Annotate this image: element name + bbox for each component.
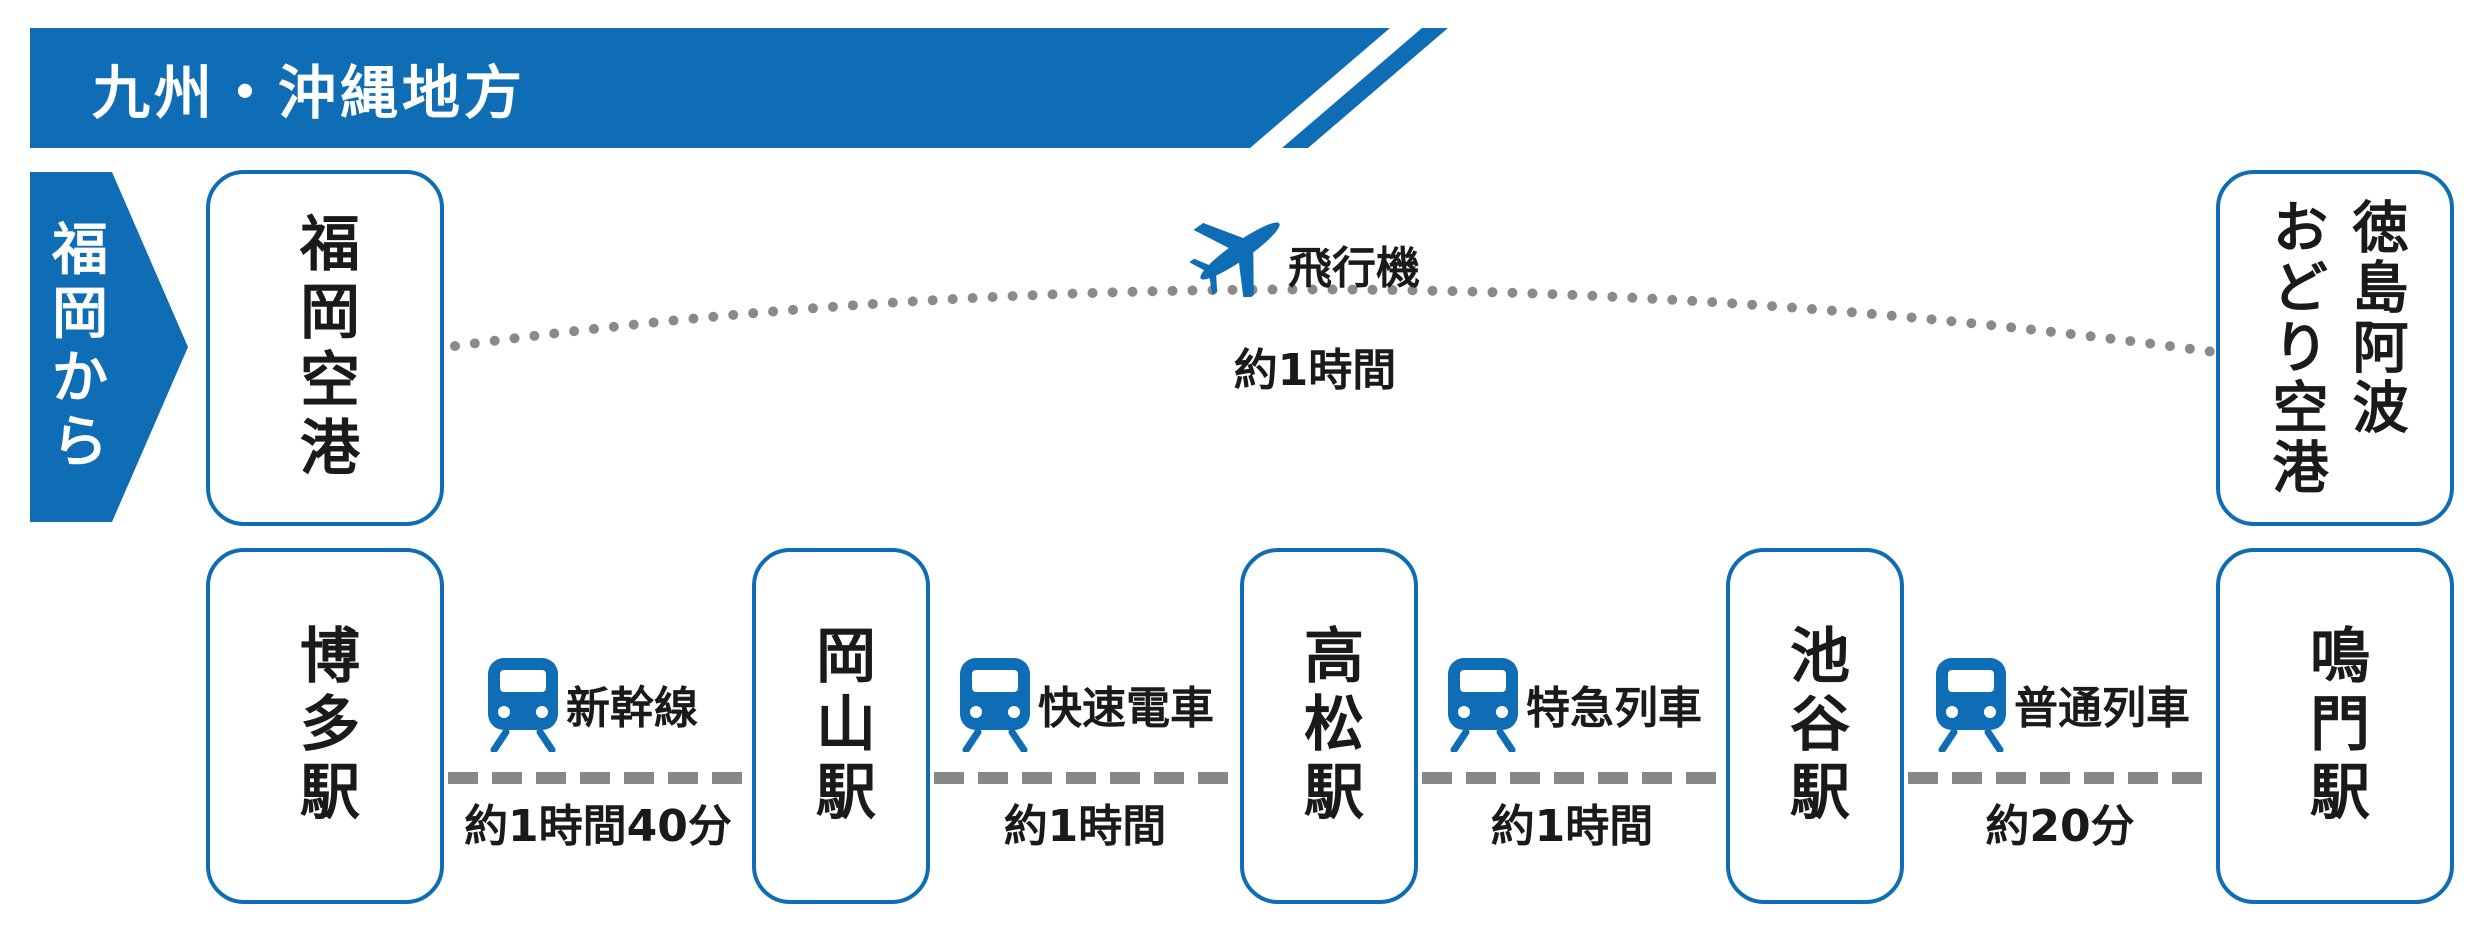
rail-duration-label: 約1時間40分: [464, 801, 732, 852]
flight-mode-label: 飛行機: [1288, 243, 1420, 294]
origin-label-char: か: [52, 346, 108, 411]
flight-duration-label: 約1時間: [1233, 345, 1397, 396]
station-box: 鳴門駅: [2216, 548, 2454, 904]
origin-label-char: 福: [52, 218, 108, 283]
rail-duration-label: 約1時間: [1490, 801, 1654, 852]
destination-airport-box: 徳島阿波 おどり空港: [2216, 170, 2454, 526]
train-icon: [960, 658, 1030, 752]
station-box: 池谷駅: [1726, 548, 1904, 904]
destination-airport-name-line2: おどり空港: [2263, 198, 2328, 498]
origin-label-char: 岡: [52, 282, 108, 347]
rail-route-line: [1422, 772, 1722, 784]
station-box: 高松駅: [1240, 548, 1418, 904]
rail-mode-label: 特急列車: [1526, 683, 1702, 734]
rail-duration-label: 約20分: [1985, 801, 2135, 852]
train-icon: [1448, 658, 1518, 752]
region-banner: [30, 28, 1390, 148]
rail-route-line: [934, 772, 1236, 784]
airplane-icon: [1190, 222, 1280, 297]
train-icon: [1936, 658, 2006, 752]
station-box: 岡山駅: [752, 548, 930, 904]
rail-mode-label: 普通列車: [2014, 683, 2190, 734]
station-name: 鳴門駅: [2299, 624, 2370, 828]
origin-airport-box: 福岡空港: [206, 170, 444, 526]
flight-route-dots: [450, 284, 2219, 357]
origin-label: 福 岡 か ら: [30, 172, 130, 522]
rail-mode-label: 新幹線: [566, 683, 698, 734]
station-box: 博多駅: [206, 548, 444, 904]
train-icon: [488, 658, 558, 752]
region-title: 九州・沖縄地方: [92, 59, 527, 127]
rail-route-line: [1908, 772, 2212, 784]
rail-route-line: [448, 772, 748, 784]
destination-airport-name-line1: 徳島阿波: [2343, 198, 2408, 438]
origin-arrow: [30, 172, 188, 522]
origin-label-char: ら: [52, 410, 108, 475]
rail-duration-label: 約1時間: [1003, 801, 1167, 852]
banner-stripe: [1282, 28, 1448, 148]
origin-airport-name: 福岡空港: [289, 212, 360, 484]
station-name: 池谷駅: [1779, 624, 1850, 828]
station-name: 岡山駅: [805, 624, 876, 828]
station-name: 博多駅: [289, 624, 360, 828]
rail-mode-label: 快速電車: [1038, 683, 1214, 734]
station-name: 高松駅: [1293, 624, 1364, 828]
